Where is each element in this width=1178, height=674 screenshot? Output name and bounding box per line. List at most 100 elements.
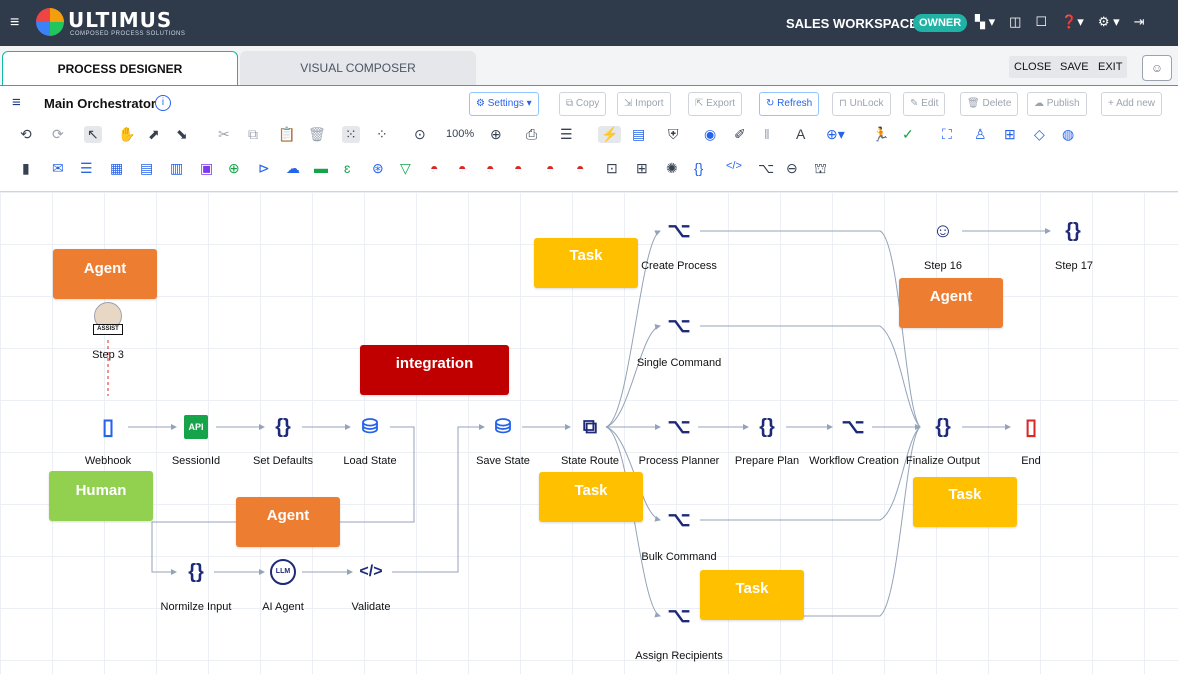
note-integration[interactable]: integration [360, 345, 509, 395]
logout-icon[interactable]: ⇥ [1133, 14, 1145, 29]
avatar-5-icon[interactable]: ◓ [546, 160, 555, 176]
check-icon[interactable]: ✓ [902, 126, 914, 142]
zoom-level[interactable]: 100% [446, 128, 475, 140]
zoom-fit-icon[interactable]: ⊙ [414, 126, 426, 142]
zoom-in-icon[interactable]: ⊕ [490, 126, 502, 142]
database-icon[interactable]: ⛁ [361, 416, 379, 438]
note-agent[interactable]: Agent [899, 278, 1003, 328]
close-button[interactable]: CLOSE [1009, 56, 1057, 78]
pointer-icon[interactable]: ↖ [84, 126, 102, 143]
workflow-icon[interactable]: ⌥ [667, 509, 691, 531]
workflow-icon[interactable]: ⌥ [667, 416, 691, 438]
list-icon[interactable]: ☰ [560, 126, 573, 142]
settings-button[interactable]: ⚙ Settings ▾ [469, 92, 539, 116]
chat-icon[interactable]: ☐ [1035, 14, 1048, 29]
braces-icon[interactable]: {} [935, 416, 951, 438]
workflow-icon[interactable]: ⌥ [841, 416, 865, 438]
braces-icon[interactable]: {} [1065, 220, 1081, 242]
workspace-name[interactable]: SALES WORKSPACE [786, 16, 918, 31]
gateway-icon[interactable]: ⊞ [636, 160, 648, 176]
import-button[interactable]: ⇲ Import [617, 92, 671, 116]
select-icon[interactable]: ⛶ [942, 126, 952, 142]
web-icon[interactable]: ⊕ [228, 160, 240, 176]
pen-icon[interactable]: ✐ [734, 126, 746, 142]
gear-icon[interactable]: ⚙ ▾ [1097, 14, 1120, 29]
user-icon[interactable]: ♙ [974, 126, 987, 142]
braces-icon[interactable]: {} [759, 416, 775, 438]
help-icon[interactable]: ❓▾ [1061, 14, 1084, 29]
sheet-icon[interactable]: ▦ [110, 160, 124, 176]
note-task[interactable]: Task [539, 472, 643, 522]
apps-grid-icon[interactable]: ▚ ▾ [975, 14, 996, 29]
info-icon[interactable]: i [155, 95, 171, 111]
publish-button[interactable]: ☁ Publish [1027, 92, 1087, 116]
grid-dots-icon[interactable]: ⁙ [342, 126, 360, 143]
copy-button[interactable]: ⧉ Copy [559, 92, 607, 116]
form-icon[interactable]: ▣ [200, 160, 214, 176]
shield-icon[interactable]: ⛨ [668, 126, 679, 142]
workflow-icon[interactable]: ⌥ [758, 160, 775, 176]
save-button[interactable]: SAVE [1055, 56, 1094, 78]
hierarchy-icon[interactable]: ⊞ [1004, 126, 1016, 142]
robot-icon[interactable]: ☺ [932, 220, 954, 242]
eye-icon[interactable]: ◉ [704, 126, 717, 142]
connector-icon[interactable]: ⊳ [258, 160, 270, 176]
refresh-button[interactable]: ↻ Refresh [759, 92, 820, 116]
api-icon[interactable]: ▬ [314, 160, 328, 176]
run-icon[interactable]: 🏃 [872, 126, 890, 142]
filter-icon[interactable]: ▽ [400, 160, 411, 176]
mail-icon[interactable]: ✉ [52, 160, 64, 176]
hand-icon[interactable]: ✋ [118, 126, 136, 142]
note-human[interactable]: Human [49, 471, 153, 521]
api-icon[interactable]: API [181, 412, 211, 442]
avatar-1-icon[interactable]: ◓ [430, 160, 439, 176]
print-icon[interactable]: ⎙ [526, 126, 538, 142]
pipe-icon[interactable]: ‖ [764, 126, 770, 142]
globe-icon[interactable]: ⊕▾ [826, 126, 845, 142]
code-icon[interactable]: </> [359, 563, 383, 580]
braces-icon[interactable]: {} [188, 561, 204, 583]
paste-icon[interactable]: 📋 [278, 126, 296, 142]
node-icon[interactable]: ✺ [666, 160, 678, 176]
palette-icon[interactable]: ◍ [1062, 126, 1075, 142]
code-gen-icon[interactable]: ɛ [344, 160, 351, 176]
tab-visual-composer[interactable]: VISUAL COMPOSER [240, 51, 476, 85]
document-icon[interactable]: ▤ [140, 160, 154, 176]
braces-icon[interactable]: {} [694, 160, 704, 176]
columns-icon[interactable]: ◫ [1009, 14, 1022, 29]
delete-button[interactable]: 🗑 Delete [960, 92, 1019, 116]
process-canvas[interactable] [0, 192, 1178, 674]
lightning-icon[interactable]: ⚡ [598, 126, 622, 143]
file-icon[interactable]: ▮ [22, 160, 30, 176]
undo-icon[interactable]: ⟲ [20, 126, 32, 142]
traffic-light-icon[interactable]: ▯ [1024, 414, 1038, 439]
redo-icon[interactable]: ⟳ [52, 126, 64, 142]
cloud-icon[interactable]: ☁ [286, 160, 300, 176]
workflow-icon[interactable]: ⌥ [667, 315, 691, 337]
cut-icon[interactable]: ✂ [218, 126, 230, 142]
trash-icon[interactable]: 🗑 [308, 126, 326, 142]
menu-icon[interactable]: ≡ [12, 94, 21, 111]
export-button[interactable]: ⇱ Export [688, 92, 743, 116]
avatar-3-icon[interactable]: ◓ [486, 160, 495, 176]
note-agent[interactable]: Agent [236, 497, 340, 547]
note-task[interactable]: Task [700, 570, 804, 620]
copy-icon[interactable]: ⧉ [248, 126, 258, 142]
workflow-icon[interactable]: ⌥ [667, 605, 691, 627]
assist-avatar-icon[interactable]: ASSIST [93, 300, 123, 335]
code-icon[interactable]: </> [726, 160, 742, 172]
add-new-button[interactable]: + Add new [1101, 92, 1162, 116]
text-icon[interactable]: A [796, 126, 806, 142]
collapse-icon[interactable]: ⬊ [176, 126, 188, 142]
workflow-icon[interactable]: ⌥ [667, 220, 691, 242]
braces-icon[interactable]: {} [275, 416, 291, 438]
snap-icon[interactable]: ⁘ [376, 126, 388, 142]
exit-button[interactable]: EXIT [1093, 56, 1128, 78]
expand-icon[interactable]: ⬈ [148, 126, 160, 142]
database-icon[interactable]: ⛁ [494, 416, 512, 438]
note-task[interactable]: Task [913, 477, 1017, 527]
robot-icon[interactable]: ⛫ [814, 160, 827, 176]
hamburger-icon[interactable]: ≡ [10, 14, 20, 31]
unlock-button[interactable]: ⊓ UnLock [832, 92, 891, 116]
avatar-6-icon[interactable]: ◓ [576, 160, 585, 176]
